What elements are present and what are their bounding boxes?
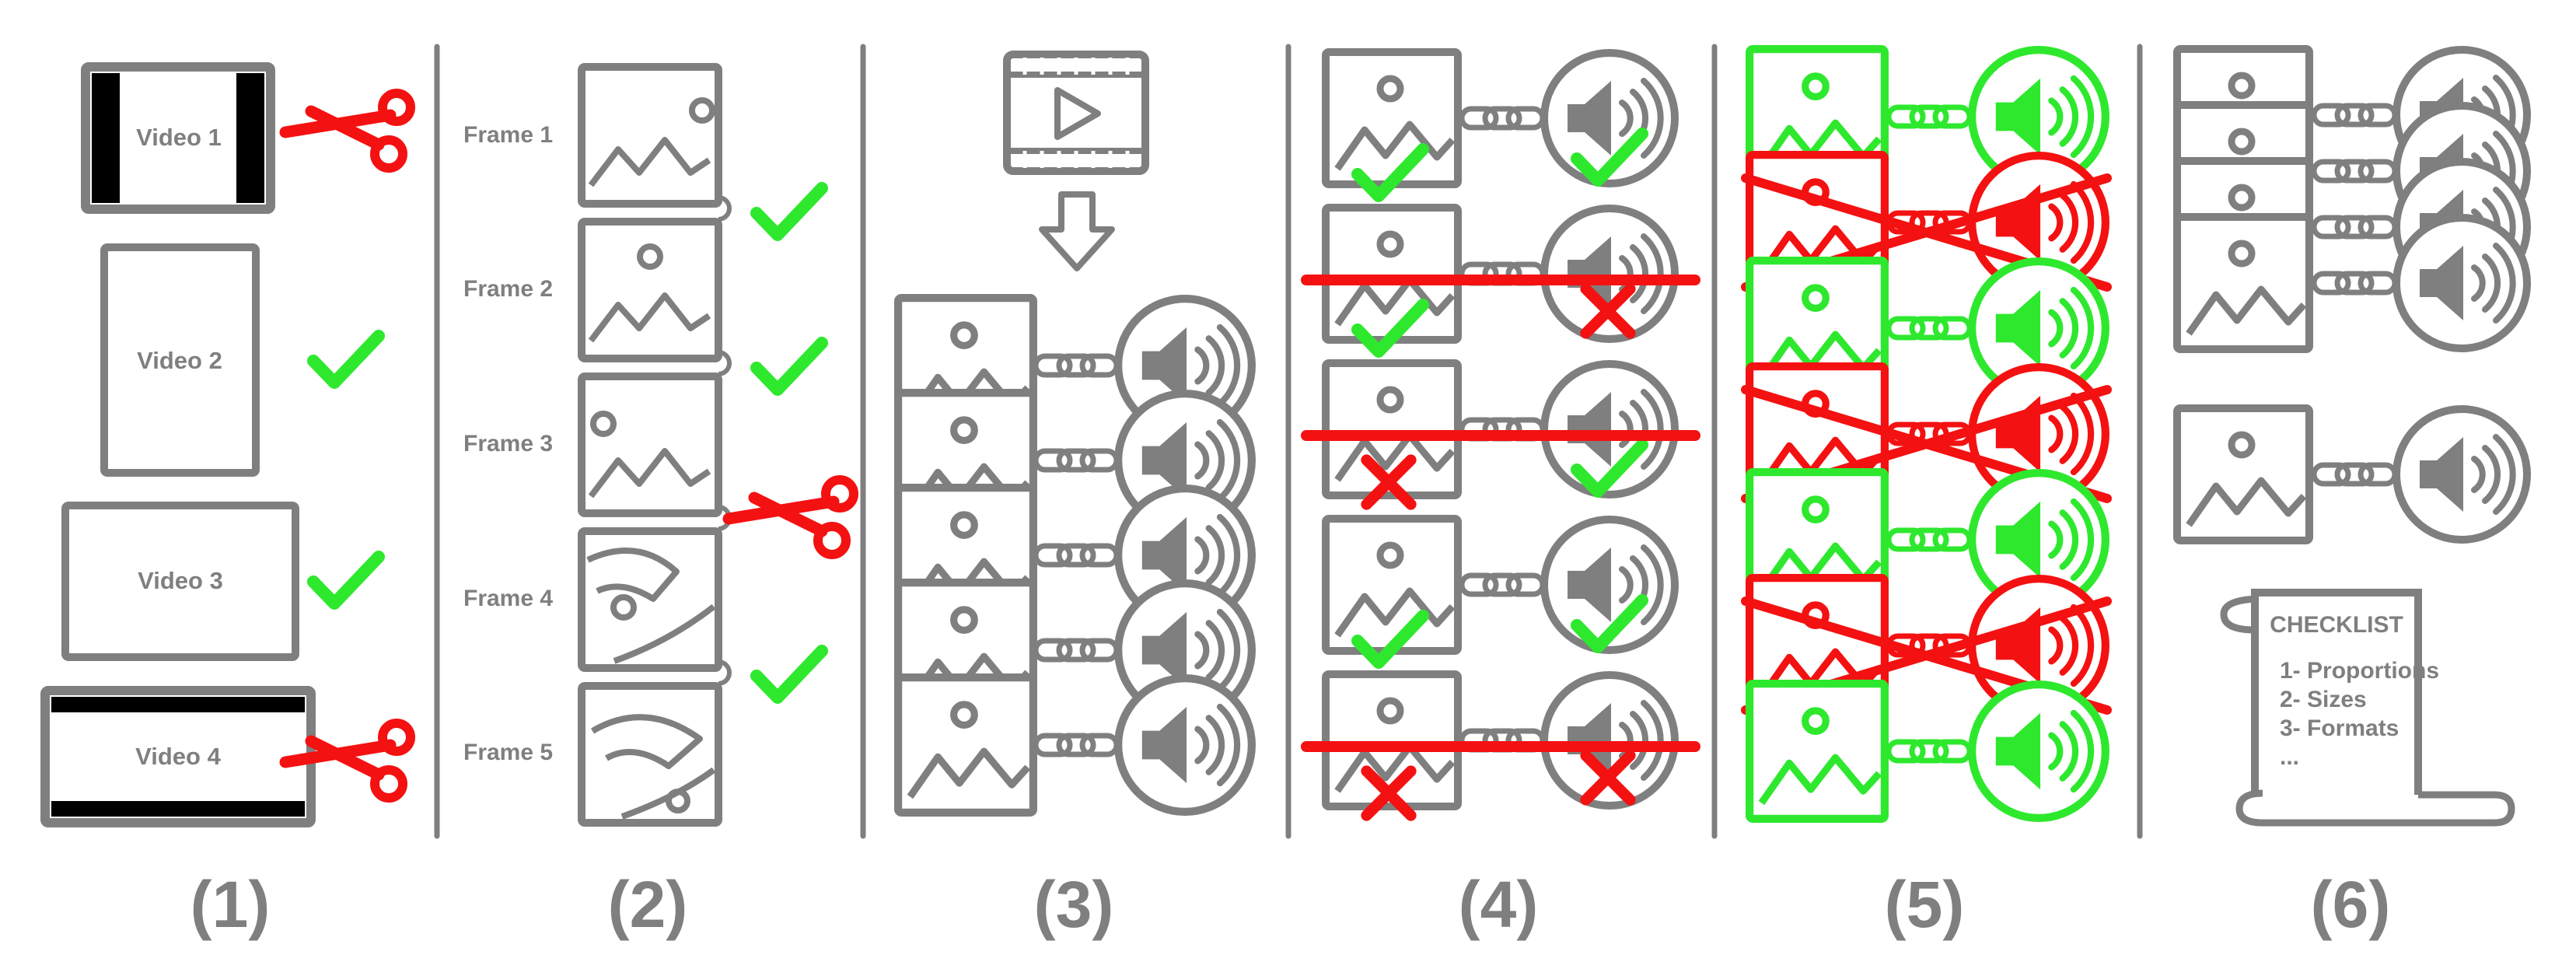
checklist-item-1: 1- Proportions: [2280, 658, 2439, 684]
image-audio-pair-stack: [898, 298, 1252, 813]
panel-label-3: (3): [1034, 868, 1114, 941]
video-4-label: Video 4: [135, 743, 221, 770]
panel-label-1: (1): [190, 868, 271, 941]
checklist-item-4: ...: [2280, 744, 2299, 770]
image-icon: [2177, 217, 2309, 349]
checklist-scroll: CHECKLIST 1- Proportions 2- Sizes 3- For…: [2220, 589, 2515, 827]
image-icon: [898, 677, 1033, 813]
video-1-bar-right: [236, 73, 264, 203]
frame-4-label: Frame 4: [463, 586, 553, 611]
video-3-frame: [61, 502, 299, 661]
image-icon: [1326, 208, 1458, 340]
frame-2-image: [578, 218, 722, 362]
panel-6-final-dataset: CHECKLIST 1- Proportions 2- Sizes 3- For…: [2177, 49, 2527, 941]
check-icon: [757, 651, 822, 698]
image-icon: [2177, 408, 2309, 540]
chain-link-icon: [1036, 356, 1117, 375]
audio-icon: [2396, 409, 2527, 540]
chain-link-icon: [2314, 218, 2395, 236]
chain-link-icon: [1036, 641, 1117, 659]
video-1-bar-left: [92, 73, 120, 203]
check-icon: [313, 336, 379, 383]
panel-label-5: (5): [1885, 868, 1965, 941]
chain-link-icon: [1889, 107, 1970, 126]
video-4-bar-bottom: [51, 801, 305, 817]
chain-link-icon: [1889, 742, 1970, 761]
frame-2-label: Frame 2: [463, 276, 553, 302]
panel-2-frame-transitions: Frame 1 Frame 2 Frame 3 Frame 4 Frame 5: [463, 63, 854, 941]
chain-link-icon: [1036, 546, 1117, 565]
panel-5-filtered-pairs: (5): [1741, 49, 2112, 941]
panel-label-4: (4): [1459, 868, 1539, 941]
chain-link-icon: [1462, 109, 1543, 128]
frame-3-label: Frame 3: [463, 431, 553, 457]
scissors-icon: [285, 93, 411, 168]
check-icon: [757, 343, 822, 390]
video-2-label: Video 2: [137, 347, 222, 374]
video-1-label: Video 1: [136, 124, 222, 151]
panel-3-split-audio: (3): [898, 51, 1252, 941]
panel-1-video-crop: Video 1 Video 2 Video 3 Video 4 (1): [40, 62, 411, 941]
chain-link-icon: [1889, 530, 1970, 549]
chain-link-icon: [1036, 736, 1117, 754]
checklist-item-3: 3- Formats: [2280, 715, 2399, 741]
arrow-down-icon: [1039, 191, 1115, 271]
check-icon: [757, 188, 822, 235]
chain-link-icon: [2314, 274, 2395, 292]
video-2-frame: [100, 243, 260, 477]
chain-link-icon: [1036, 451, 1117, 470]
scissors-icon: [729, 480, 854, 554]
panel-label-6: (6): [2311, 868, 2391, 941]
video-4-bar-top: [51, 697, 305, 712]
panel-label-2: (2): [608, 868, 688, 941]
frame-1-image: [578, 63, 722, 208]
check-icon: [313, 557, 379, 603]
frame-1-label: Frame 1: [463, 122, 553, 148]
film-play-icon: [1003, 51, 1149, 175]
panel-4-validate-pairs: (4): [1301, 52, 1700, 941]
chain-link-icon: [2314, 106, 2395, 124]
audio-icon: [1972, 684, 2106, 818]
chain-link-icon: [2314, 162, 2395, 180]
panel-dividers: [434, 44, 2143, 839]
image-icon: [1749, 684, 1885, 819]
audio-icon: [1118, 678, 1252, 812]
frame-5-label: Frame 5: [463, 740, 553, 765]
video-1-frame: [81, 62, 275, 214]
chain-link-icon: [1462, 575, 1543, 594]
chain-link-icon: [2314, 465, 2395, 484]
frame-3-image: [578, 373, 722, 517]
image-icon: [1326, 52, 1458, 184]
image-icon: [1326, 519, 1458, 651]
checklist-item-2: 2- Sizes: [2280, 687, 2367, 712]
audio-icon: [2396, 218, 2527, 348]
video-3-label: Video 3: [138, 567, 223, 594]
chain-link-icon: [1889, 319, 1970, 338]
checklist-title: CHECKLIST: [2270, 612, 2403, 638]
